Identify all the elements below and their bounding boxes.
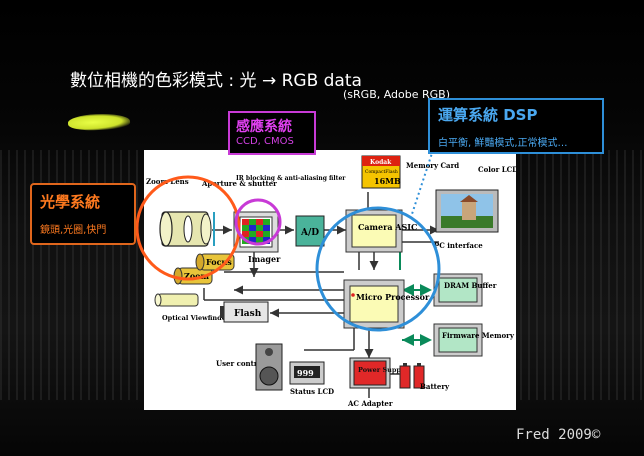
user-controls-dial: [255, 343, 283, 391]
user-controls-label: User controls: [216, 359, 269, 368]
color-lcd-label: Color LCD: [478, 165, 516, 174]
ac-adapter-label: AC Adapter: [347, 399, 393, 408]
dsp-system-title: 運算系統 DSP: [438, 106, 538, 124]
camera-block-diagram: Zoom Lens Aperture & shutter IR blocking…: [144, 150, 518, 410]
memory-card-label: Memory Card: [406, 161, 459, 170]
kodak-brand: Kodak: [370, 159, 392, 166]
firmware-memory-label: Firmware Memory: [442, 331, 515, 340]
optical-viewfinder: [154, 293, 199, 307]
color-lcd-screen: [435, 189, 499, 233]
optical-system-callout: 光學系統 鏡頭,光圈,快門: [30, 183, 136, 245]
battery-label: Battery: [420, 382, 450, 391]
battery-cells: [399, 363, 425, 389]
sensor-system-callout: 感應系統 CCD, CMOS: [228, 111, 316, 155]
kodak-sub: CompactFlash: [365, 169, 398, 175]
optical-system-subtitle: 鏡頭,光圈,快門: [40, 225, 107, 236]
dram-buffer-label: DRAM Buffer: [444, 281, 497, 290]
optical-viewfinder-label: Optical Viewfinder: [162, 314, 230, 322]
credit-watermark: Fred 2009©: [516, 427, 601, 443]
ad-label: A/D: [300, 228, 319, 238]
imager-chip: [233, 211, 279, 253]
slide-subtitle: (sRGB, Adobe RGB): [343, 88, 451, 101]
flash-label: Flash: [234, 309, 262, 319]
highlight-blob: [67, 112, 131, 132]
camera-asic-label: Camera ASIC: [358, 222, 417, 232]
kodak-size: 16MB: [374, 176, 401, 186]
power-supply-label: Power Supply: [358, 366, 407, 374]
focus-label: Focus: [206, 257, 232, 267]
kodak-memory-card: Kodak CompactFlash 16MB: [361, 155, 401, 189]
slide-title: 數位相機的色彩模式 : 光 → RGB data: [70, 71, 362, 91]
sensor-system-title: 感應系統: [236, 119, 292, 135]
dsp-system-callout: 運算系統 DSP 白平衡, 鮮豔模式,正常模式…: [428, 98, 604, 154]
imager-label: Imager: [248, 254, 281, 264]
zoom-label: Zoom: [184, 271, 210, 281]
status-lcd-label: Status LCD: [290, 387, 334, 396]
optical-system-title: 光學系統: [40, 193, 101, 211]
pc-interface-label: PC interface: [434, 241, 483, 250]
diagram-svg: Zoom Lens Aperture & shutter IR blocking…: [146, 155, 518, 408]
micro-processor-label: Micro Processor: [356, 292, 430, 302]
zoom-lens-label: Zoom Lens: [146, 177, 189, 186]
status-lcd-digits: 999: [297, 368, 314, 378]
dsp-system-subtitle: 白平衡, 鮮豔模式,正常模式…: [438, 138, 568, 149]
ir-filter-label: IR blocking & anti-aliasing filter: [236, 175, 346, 182]
sensor-system-subtitle: CCD, CMOS: [236, 136, 294, 147]
